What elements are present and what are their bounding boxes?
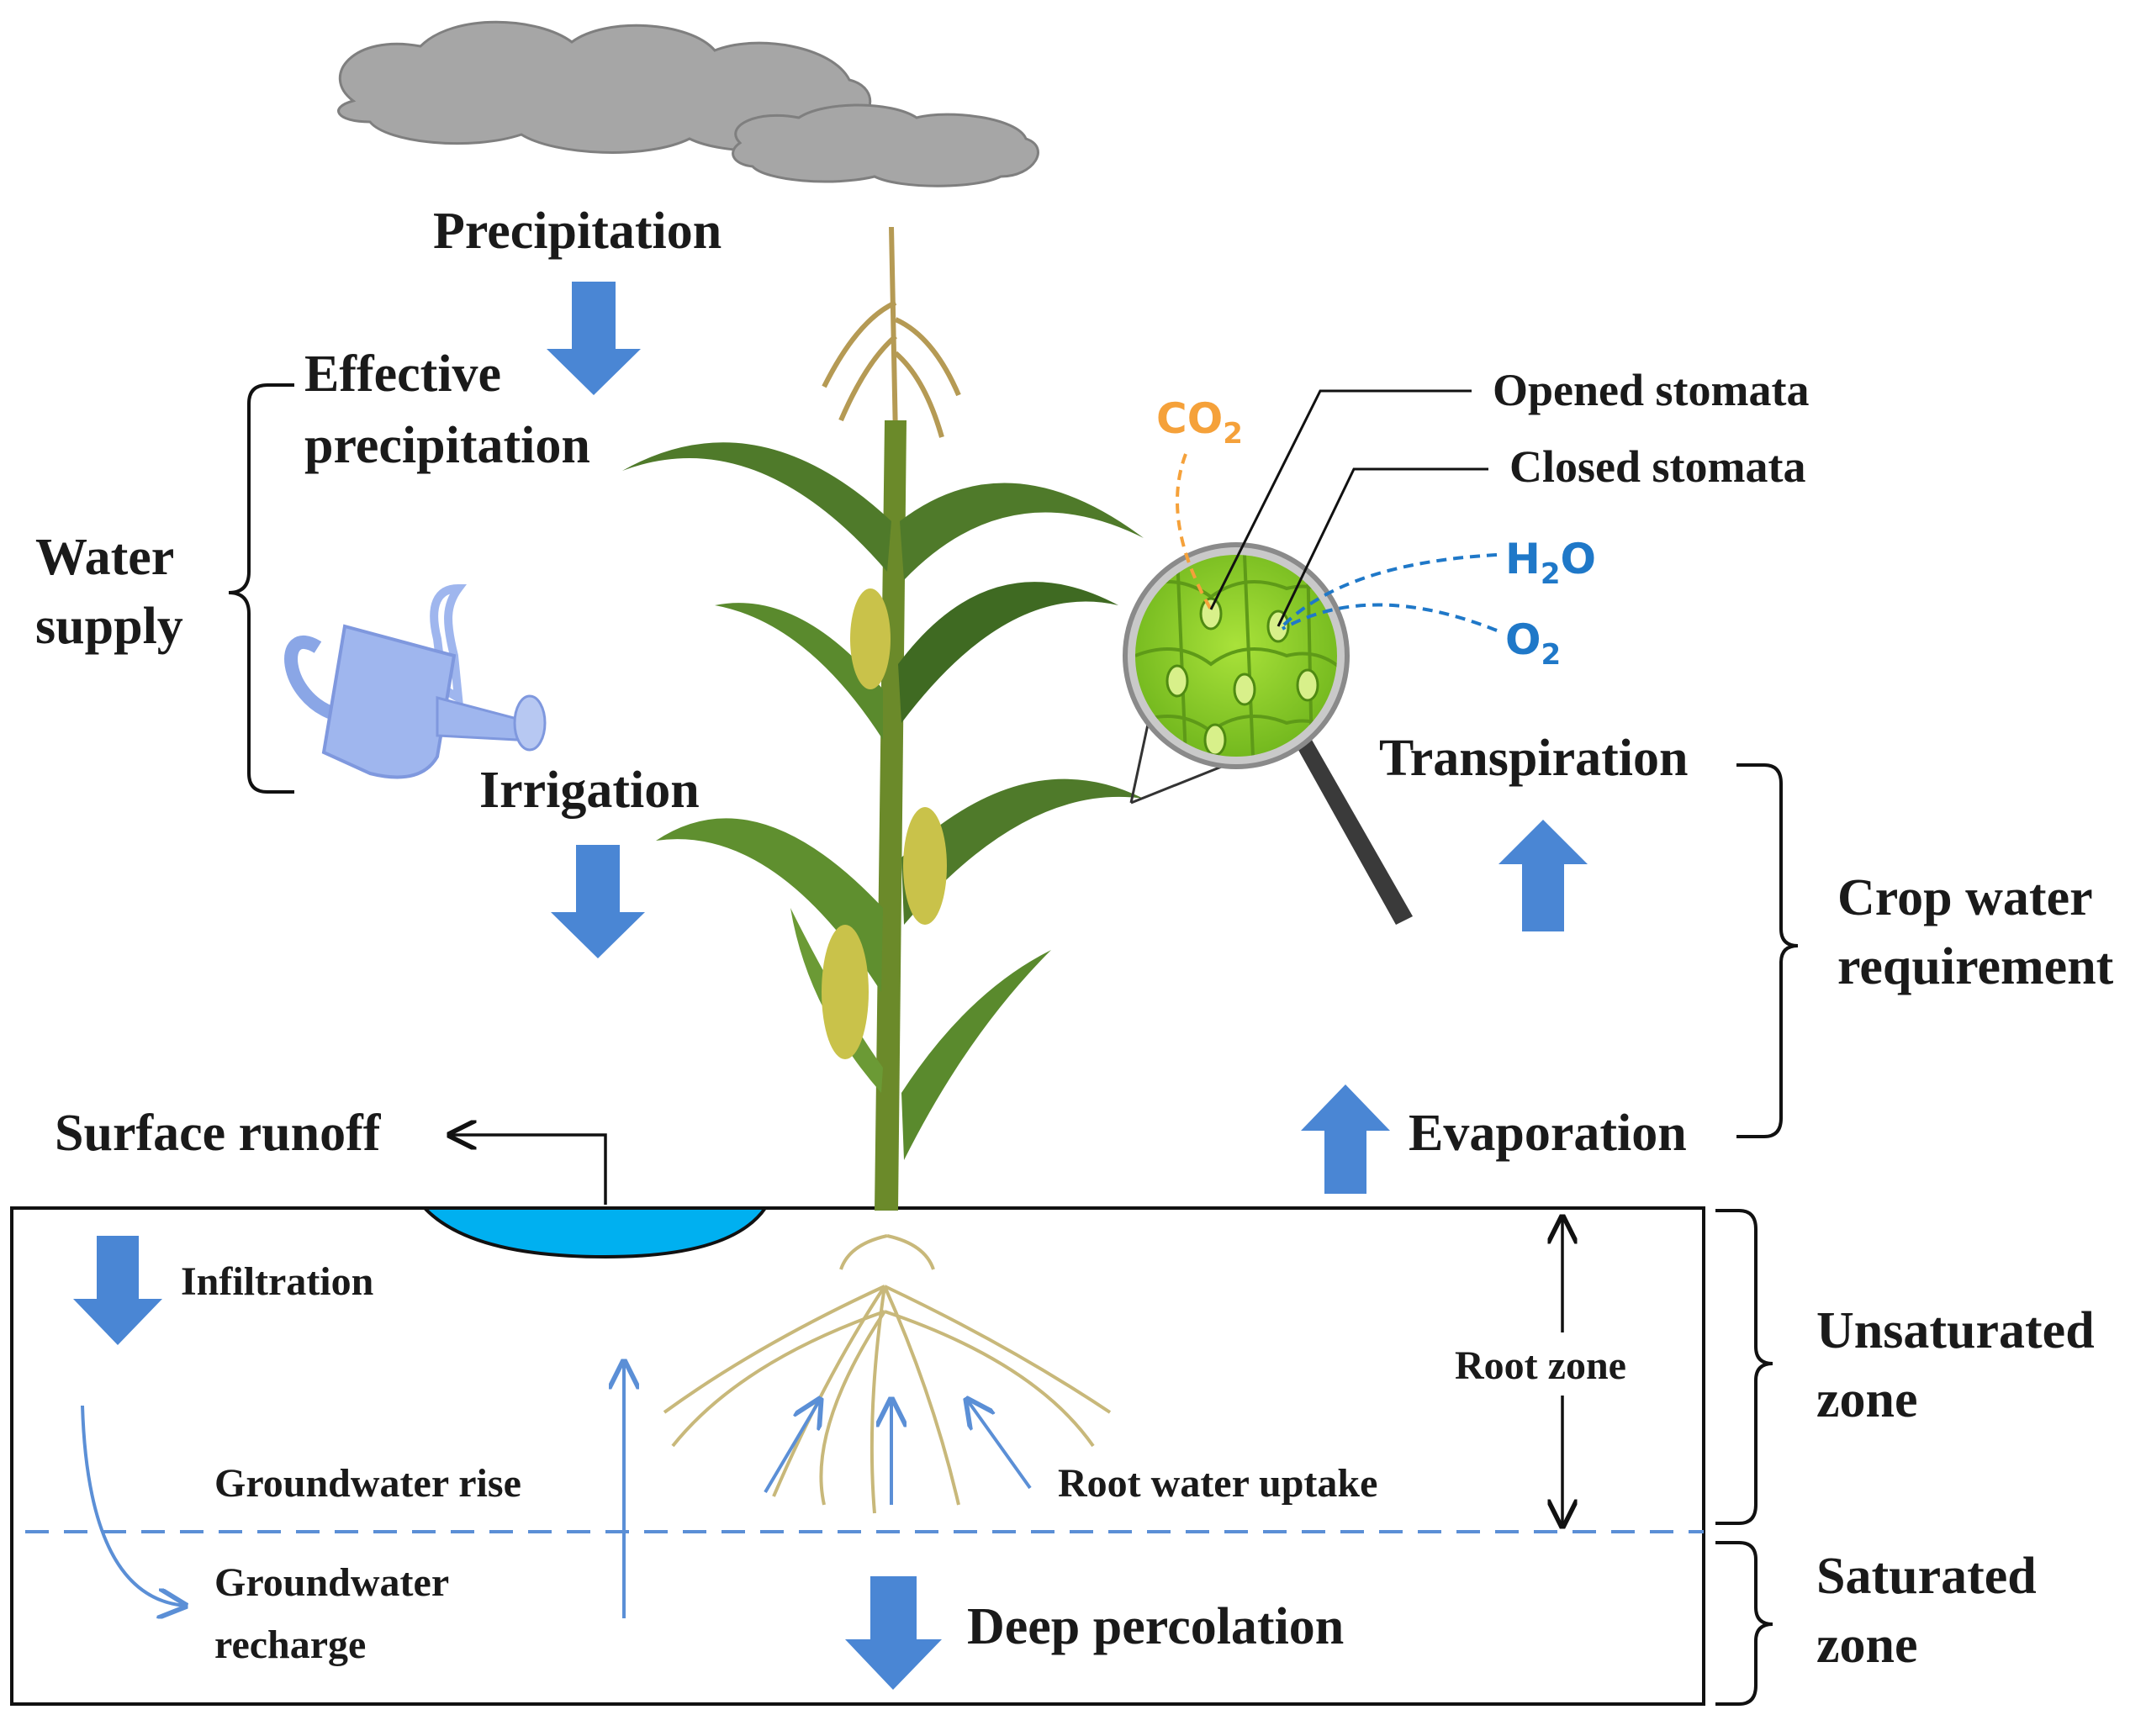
water-supply-label-line2: supply xyxy=(35,598,183,655)
cloud-icon xyxy=(337,20,1039,187)
groundwater-recharge-label-line1: Groundwater xyxy=(214,1560,449,1605)
maize-plant-icon xyxy=(622,226,1144,1514)
irrigation-arrow xyxy=(551,845,645,958)
root-zone-label-bg xyxy=(1446,1332,1686,1396)
unsaturated-zone-label-line1: Unsaturated xyxy=(1816,1302,2095,1359)
transpiration-arrow xyxy=(1498,820,1588,931)
groundwater-recharge-label-line2: recharge xyxy=(214,1623,366,1667)
root-zone-label: Root zone xyxy=(1455,1343,1626,1388)
surface-runoff-arrow xyxy=(450,1135,607,1205)
groundwater-recharge-arrow xyxy=(81,1405,185,1606)
saturated-zone-bracket xyxy=(1715,1541,1773,1706)
infiltration-arrow xyxy=(73,1236,162,1345)
crop-water-requirement-label-line1: Crop water xyxy=(1837,869,2093,926)
opened-stomata-leader xyxy=(1209,389,1472,610)
magnifier-icon xyxy=(1123,542,1413,925)
co2-flow-line xyxy=(1176,453,1213,610)
unsaturated-zone-label-line2: zone xyxy=(1816,1371,1918,1428)
crop-water-requirement-bracket xyxy=(1736,763,1799,1138)
o2-label: O2 xyxy=(1505,615,1561,672)
closed-stomata-label: Closed stomata xyxy=(1509,441,1805,492)
precipitation-label: Precipitation xyxy=(433,203,722,260)
effective-precipitation-label-line2: precipitation xyxy=(304,417,590,474)
precipitation-arrow xyxy=(547,282,641,395)
closed-stomata-leader xyxy=(1276,467,1488,627)
soil-profile-box xyxy=(10,1206,1705,1706)
surface-runoff-label: Surface runoff xyxy=(55,1105,382,1162)
deep-percolation-label: Deep percolation xyxy=(967,1598,1344,1655)
root-water-uptake-label: Root water uptake xyxy=(1058,1461,1377,1506)
watering-can-icon xyxy=(284,583,547,779)
o2-flow-line xyxy=(1282,603,1498,632)
saturated-zone-label-line2: zone xyxy=(1816,1617,1918,1674)
irrigation-label: Irrigation xyxy=(479,762,700,819)
effective-precipitation-label-line1: Effective xyxy=(304,346,501,403)
water-supply-label-line1: Water xyxy=(35,529,174,586)
water-supply-bracket xyxy=(228,383,294,794)
surface-pond xyxy=(420,1206,769,1259)
root-water-uptake-arrows xyxy=(764,1400,1032,1505)
crop-water-requirement-label-line2: requirement xyxy=(1837,938,2114,995)
groundwater-rise-label: Groundwater rise xyxy=(214,1461,521,1506)
h2o-flow-line xyxy=(1281,553,1498,628)
h2o-label: H2O xyxy=(1505,535,1596,591)
opened-stomata-label: Opened stomata xyxy=(1493,365,1810,415)
co2-label: CO2 xyxy=(1156,394,1243,451)
infiltration-label: Infiltration xyxy=(181,1259,373,1304)
evaporation-label: Evaporation xyxy=(1409,1105,1687,1162)
transpiration-label: Transpiration xyxy=(1379,730,1688,787)
evaporation-arrow xyxy=(1301,1084,1390,1194)
unsaturated-zone-bracket xyxy=(1715,1209,1773,1525)
saturated-zone-label-line1: Saturated xyxy=(1816,1548,2037,1605)
deep-percolation-arrow xyxy=(845,1576,942,1690)
